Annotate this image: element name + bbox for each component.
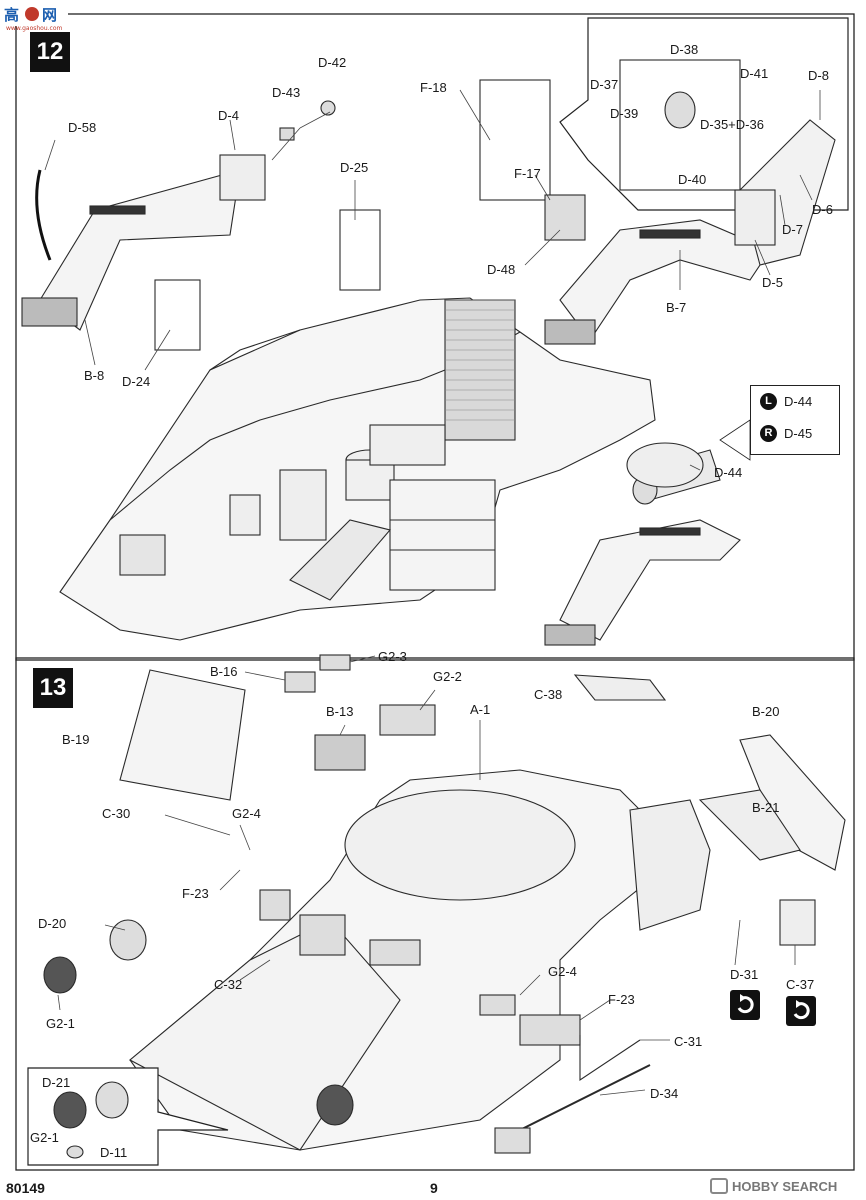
part-label: B-13: [326, 704, 354, 719]
part-label: F-23: [608, 992, 635, 1007]
part-label: F-23: [182, 886, 209, 901]
part-label: F-18: [420, 80, 447, 95]
part-label: D-44: [714, 465, 743, 480]
svg-text:www.gaoshou.com: www.gaoshou.com: [6, 25, 63, 32]
detail-part-label: D-41: [740, 66, 769, 81]
part-label: G2-4: [232, 806, 261, 821]
detail-part-label: D-38: [670, 42, 699, 57]
right-side-part: D-45: [784, 426, 813, 441]
left-side-part: D-44: [784, 394, 813, 409]
detail-part-label: D-35+D-36: [700, 117, 764, 132]
part-label: C-32: [214, 977, 243, 992]
site-logo: 高 网 www.gaoshou.com: [2, 2, 68, 32]
svg-text:网: 网: [42, 6, 57, 24]
part-label: D-24: [122, 374, 151, 389]
part-label: D-42: [318, 55, 347, 70]
hobby-search-logo-icon: [710, 1178, 728, 1194]
detail-part-label: D-37: [590, 77, 619, 92]
part-label: B-21: [752, 800, 780, 815]
watermark-text: HOBBY SEARCH: [732, 1178, 838, 1194]
part-label: D-34: [650, 1086, 679, 1101]
part-label: G2-4: [548, 964, 577, 979]
part-label: D-7: [782, 222, 803, 237]
part-label: G2-3: [378, 649, 407, 664]
hull-step12: [59, 297, 656, 641]
part-label: D-4: [218, 108, 239, 123]
watermark: HOBBY SEARCH: [710, 1178, 837, 1194]
inset-part-label: D-21: [42, 1075, 71, 1090]
part-label: D-43: [272, 85, 301, 100]
part-label: D-31: [730, 967, 759, 982]
left-side-symbol: L: [760, 393, 777, 410]
part-label: C-37: [786, 977, 815, 992]
rotate-icon: [786, 996, 816, 1026]
step-12-badge: 12: [30, 32, 70, 72]
page-number: 9: [430, 1180, 438, 1196]
part-label: G2-2: [433, 669, 462, 684]
part-label: D-25: [340, 160, 369, 175]
part-label: C-38: [534, 687, 563, 702]
part-label: C-31: [674, 1034, 703, 1049]
right-side-symbol: R: [760, 425, 777, 442]
part-label: F-17: [514, 166, 541, 181]
part-label: B-7: [666, 300, 687, 315]
part-label: D-20: [38, 916, 67, 931]
part-label: D-6: [812, 202, 833, 217]
step-13-badge: 13: [33, 668, 73, 708]
part-label: D-48: [487, 262, 516, 277]
rotate-icon: [730, 990, 760, 1020]
part-label: D-8: [808, 68, 829, 83]
part-label: B-8: [84, 368, 105, 383]
part-label: B-19: [62, 732, 90, 747]
kit-number: 80149: [6, 1180, 45, 1196]
part-label: D-5: [762, 275, 783, 290]
inset-part-label: G2-1: [30, 1130, 59, 1145]
part-label: C-30: [102, 806, 131, 821]
hull-step13: [43, 654, 846, 1154]
svg-text:高: 高: [4, 6, 19, 24]
detail-part-label: D-40: [678, 172, 707, 187]
inset-part-label: D-11: [100, 1145, 128, 1160]
part-label: D-58: [68, 120, 97, 135]
detail-part-label: D-39: [610, 106, 639, 121]
part-label: G2-1: [46, 1016, 75, 1031]
part-label: A-1: [470, 702, 491, 717]
part-label: B-16: [210, 664, 238, 679]
part-label: B-20: [752, 704, 780, 719]
fender-left: [21, 169, 241, 331]
